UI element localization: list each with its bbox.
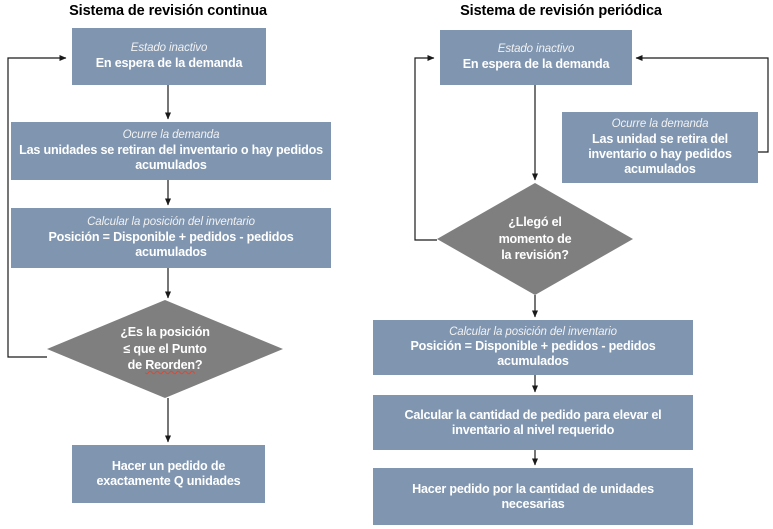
right-column-title: Sistema de revisión periódica [460, 3, 662, 19]
connector-right-feedback-loop [414, 54, 437, 241]
right-node-demand-sub: Ocurre la demanda [611, 118, 709, 131]
left-node-compute-position: Calcular la posición del inventario Posi… [11, 208, 331, 268]
right-node-compute-position-sub: Calcular la posición del inventario [449, 325, 617, 338]
right-node-idle-sub: Estado inactivo [497, 43, 575, 56]
left-node-compute-position-label: Posición = Disponible + pedidos - pedido… [48, 229, 294, 259]
right-decision-shape [437, 183, 633, 295]
right-node-demand: Ocurre la demanda Las unidad se retira d… [562, 112, 758, 183]
right-node-compute-position: Calcular la posición del inventario Posi… [373, 320, 693, 375]
left-column-title: Sistema de revisión continua [69, 3, 267, 19]
left-node-decision: ¿Es la posición ≤ que el Punto de Reorde… [47, 300, 283, 398]
right-node-compute-quantity: Calcular la cantidad de pedido para elev… [373, 395, 693, 450]
right-node-compute-quantity-label: Calcular la cantidad de pedido para elev… [404, 407, 662, 437]
right-node-demand-label: Las unidad se retira del inventario o ha… [588, 131, 732, 176]
right-node-place-order: Hacer pedido por la cantidad de unidades… [373, 468, 693, 525]
left-node-idle: Estado inactivo En espera de la demanda [72, 28, 266, 85]
left-node-demand: Ocurre la demanda Las unidades se retira… [11, 122, 331, 180]
right-node-idle-label: En espera de la demanda [462, 56, 610, 71]
right-node-decision: ¿Llegó el momento de la revisión? [437, 183, 633, 295]
left-node-place-order-label: Hacer un pedido de exactamente Q unidade… [96, 459, 241, 488]
left-decision-shape [47, 300, 283, 398]
right-node-idle: Estado inactivo En espera de la demanda [440, 30, 632, 85]
left-node-idle-label: En espera de la demanda [95, 55, 243, 70]
left-node-compute-position-sub: Calcular la posición del inventario [87, 216, 255, 229]
right-node-compute-position-label: Posición = Disponible + pedidos - pedido… [410, 339, 656, 369]
left-node-demand-sub: Ocurre la demanda [122, 129, 220, 142]
left-node-place-order: Hacer un pedido de exactamente Q unidade… [72, 445, 265, 503]
left-node-demand-label: Las unidades se retiran del inventario o… [19, 142, 323, 172]
left-node-idle-sub: Estado inactivo [130, 42, 208, 55]
right-node-place-order-label: Hacer pedido por la cantidad de unidades… [412, 481, 654, 511]
